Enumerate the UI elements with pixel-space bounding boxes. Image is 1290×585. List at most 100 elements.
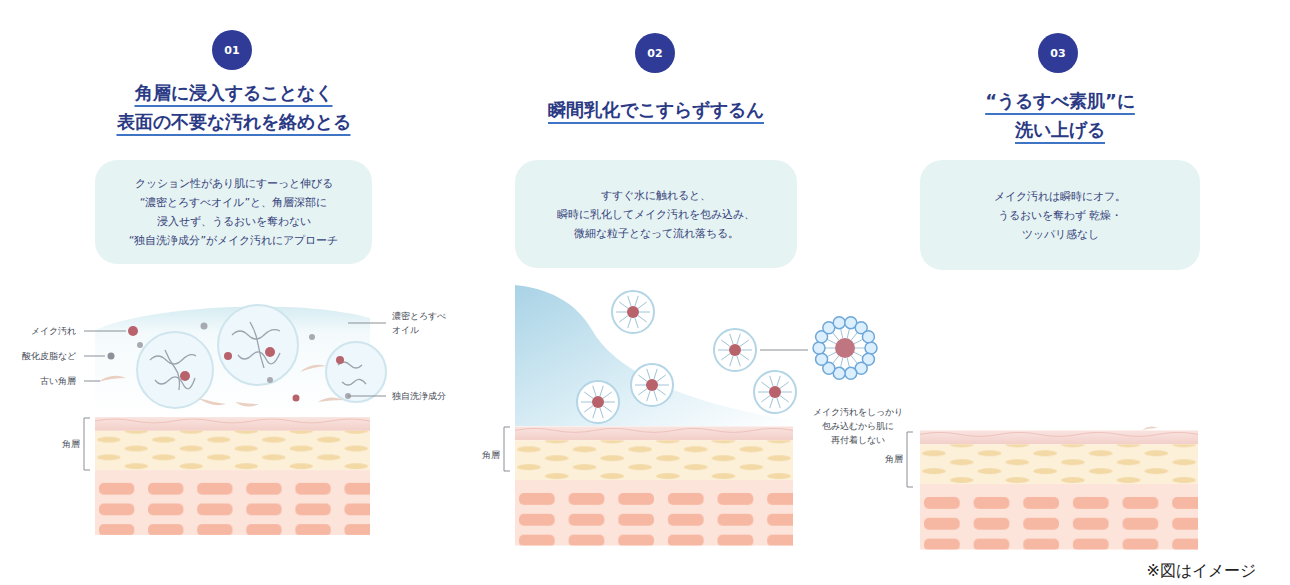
surfactant-tail <box>603 406 612 412</box>
cleanser-bubble <box>326 342 386 402</box>
surfactant-tail <box>638 389 647 395</box>
old-corneum-flakes <box>98 365 344 407</box>
surfactant-tail <box>657 375 666 381</box>
surfactant-tail <box>740 340 749 346</box>
surfactant-tail <box>593 386 596 396</box>
surfactant-tail <box>593 408 596 418</box>
surfactant-tail <box>647 369 650 379</box>
surfactant-head <box>845 367 857 379</box>
surfactant-head <box>865 342 877 354</box>
step-number: 03 <box>1050 47 1065 60</box>
makeup-dirt <box>627 306 639 318</box>
description-text: すすぐ水に触れると、 瞬時に乳化してメイク汚れを包み込み、 微細な粒子となって流… <box>549 186 764 243</box>
makeup-dirt <box>729 344 741 356</box>
micelle <box>714 329 756 371</box>
surfactant-tail <box>741 350 752 351</box>
surfactant-tail <box>718 350 729 351</box>
surfactant-tail <box>730 356 733 366</box>
part-label: メイク汚れ <box>31 324 76 338</box>
part-label: 濃密とろすべオイル <box>392 309 454 337</box>
step-number: 01 <box>224 44 239 57</box>
clean-skin-scene <box>907 426 1198 549</box>
micelle <box>631 364 673 406</box>
image-note: ※図はイメージ <box>1147 561 1256 581</box>
leader-lines <box>84 323 386 470</box>
surfactant-tail <box>600 386 603 396</box>
surfactant-tail <box>628 296 631 306</box>
surfactant-tail <box>761 396 770 402</box>
surfactant-tail <box>638 316 647 322</box>
step-heading-text: 瞬間乳化でこすらずするん <box>548 99 764 120</box>
surfactant-tail <box>616 312 627 313</box>
skin-layers <box>515 426 793 545</box>
micelle <box>577 381 619 423</box>
callout-note: メイク汚れをしっかり 包み込むから肌に 再付着しない <box>808 405 908 447</box>
surfactant-tail <box>721 340 730 346</box>
surfactant-tail <box>635 318 638 328</box>
surfactant-tail <box>761 382 770 388</box>
surfactant-tail <box>740 354 749 360</box>
step-number-badge: 02 <box>635 33 675 73</box>
surfactant-tail <box>639 312 650 313</box>
surfactant-tail <box>603 392 612 398</box>
surfactant-tail <box>604 402 615 403</box>
surfactant-head <box>813 342 825 354</box>
description-box: “うるすべ素肌”に 洗い上げるメイク汚れは瞬時にオフ。 うるおいを奪わず 乾燥・… <box>920 160 1200 270</box>
part-label: 独自洗浄成分 <box>392 389 446 403</box>
description-text: クッション性があり肌にすーっと伸びる “濃密とろすべオイル”と、角層深部に 浸入… <box>118 174 350 250</box>
surfactant-tail <box>777 398 780 408</box>
step-heading: 角層に浸入することなく 表面の不要な汚れを絡めとる <box>109 78 359 136</box>
rinse-water <box>515 285 793 426</box>
step-heading-text: “うるすべ素肌”に 洗い上げる <box>985 90 1135 140</box>
surfactant-head <box>833 317 845 329</box>
leader-lines <box>504 350 808 471</box>
surfactant-tail <box>628 318 631 328</box>
surfactant-tail <box>730 334 733 344</box>
step-number-badge: 03 <box>1038 33 1078 73</box>
skin-layers <box>95 417 370 535</box>
surfactant-tail <box>758 392 769 393</box>
surfactant-tail <box>635 296 638 306</box>
surfactant-tail <box>777 376 780 386</box>
part-label: 古い角層 <box>40 374 76 388</box>
surfactant-tail <box>658 385 669 386</box>
description-text: メイク汚れは瞬時にオフ。 うるおいを奪わず 乾燥・ツッパリ感なし <box>985 187 1135 244</box>
surfactant-tail <box>647 391 650 401</box>
dirt-particles <box>108 323 352 402</box>
makeup-dirt <box>646 379 658 391</box>
cleanser-bubble <box>218 305 298 385</box>
micelle <box>612 291 654 333</box>
layer-label: 角層 <box>885 452 903 466</box>
step-heading-text: 角層に浸入することなく 表面の不要な汚れを絡めとる <box>117 82 351 132</box>
part-label: 酸化皮脂など <box>22 349 76 363</box>
surfactant-head <box>862 331 874 343</box>
surfactant-tail <box>654 391 657 401</box>
surfactant-tail <box>581 402 592 403</box>
surfactant-tail <box>770 376 773 386</box>
surfactant-tail <box>619 302 628 308</box>
skin-layers <box>920 430 1198 549</box>
surfactant-tail <box>619 316 628 322</box>
surfactant-tail <box>635 385 646 386</box>
makeup-dirt <box>835 338 855 358</box>
step-number: 02 <box>647 47 662 60</box>
step-number-badge: 01 <box>212 30 252 70</box>
surfactant-tail <box>584 406 593 412</box>
surfactant-tail <box>780 396 789 402</box>
micelle <box>754 371 796 413</box>
surfactant-tail <box>638 375 647 381</box>
surfactant-tail <box>584 392 593 398</box>
description-box: 角層に浸入することなく 表面の不要な汚れを絡めとるクッション性があり肌にすーっと… <box>95 160 372 264</box>
cleanser-bubble <box>137 332 213 408</box>
surfactant-tail <box>781 392 792 393</box>
step-heading: “うるすべ素肌”に 洗い上げる <box>975 86 1145 144</box>
makeup-dirt <box>592 396 604 408</box>
step-heading: 瞬間乳化でこすらずするん <box>506 95 806 124</box>
surfactant-tail <box>780 382 789 388</box>
surfactant-tail <box>737 334 740 344</box>
bracket <box>907 432 913 487</box>
surfactant-tail <box>600 408 603 418</box>
skin-flake <box>1142 426 1158 430</box>
surfactant-tail <box>721 354 730 360</box>
